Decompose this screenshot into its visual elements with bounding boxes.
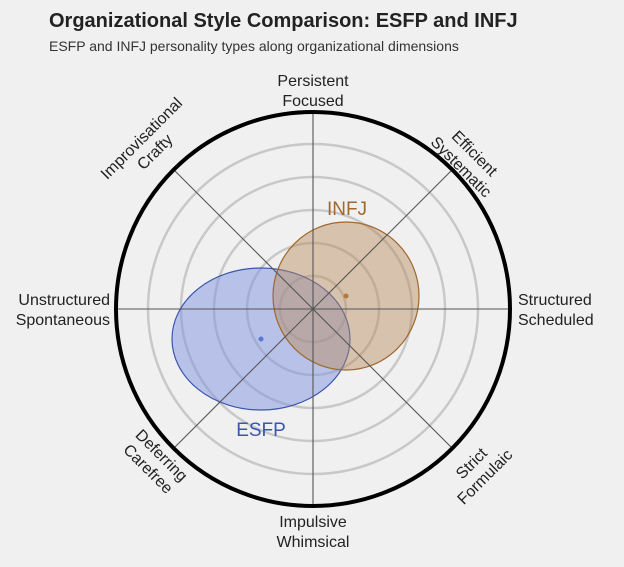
esfp-label: ESFP bbox=[236, 420, 286, 441]
svg-text:Whimsical: Whimsical bbox=[277, 534, 350, 551]
chart-subtitle: ESFP and INFJ personality types along or… bbox=[49, 38, 459, 54]
svg-text:Unstructured: Unstructured bbox=[18, 292, 110, 309]
axis-label-bottom-right: Strict Formulaic bbox=[453, 445, 516, 509]
outer-circle bbox=[114, 110, 512, 508]
svg-text:Persistent: Persistent bbox=[277, 73, 349, 90]
axis-lines bbox=[116, 112, 510, 506]
esfp-center-point bbox=[258, 336, 264, 342]
svg-text:Impulsive: Impulsive bbox=[279, 514, 347, 531]
axis-label-top-left: Improvisational Crafty bbox=[98, 95, 186, 183]
svg-text:Structured: Structured bbox=[518, 292, 592, 309]
infj-label: INFJ bbox=[327, 199, 367, 220]
svg-text:Spontaneous: Spontaneous bbox=[16, 312, 110, 329]
axis-label-right: Structured Scheduled bbox=[518, 292, 594, 329]
axis-label-top: Persistent Focused bbox=[277, 73, 349, 110]
chart-title: Organizational Style Comparison: ESFP an… bbox=[49, 10, 518, 32]
svg-text:Focused: Focused bbox=[282, 93, 343, 110]
axis-label-left: Unstructured Spontaneous bbox=[16, 292, 110, 329]
svg-text:Scheduled: Scheduled bbox=[518, 312, 594, 329]
infj-center-point bbox=[343, 293, 349, 299]
axis-label-bottom: Impulsive Whimsical bbox=[277, 514, 350, 551]
axis-label-bottom-left: Deferring Carefree bbox=[120, 427, 191, 498]
